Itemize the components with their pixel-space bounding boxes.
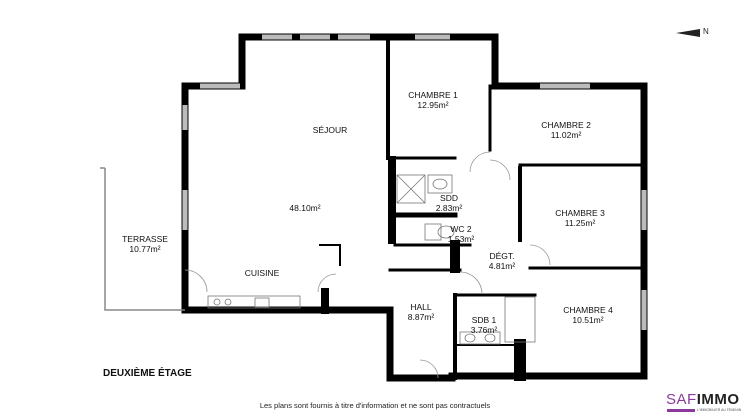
room-area-sdd: 2.83m² <box>435 203 463 213</box>
fixtures <box>207 174 536 345</box>
room-area-hall: 8.87m² <box>407 312 435 322</box>
logo-bar <box>667 409 695 412</box>
room-area-degt: 4.81m² <box>488 261 516 271</box>
logo-part1: SAF <box>666 391 697 408</box>
room-area-sejour: 48.10m² <box>289 203 321 213</box>
room-name-degt: DÉGT. <box>489 251 515 261</box>
room-name-sejour: SÉJOUR <box>312 125 348 135</box>
floor-label: DEUXIÈME ÉTAGE <box>103 368 192 379</box>
disclaimer: Les plans sont fournis à titre d'informa… <box>259 401 491 410</box>
room-name-chambre3: CHAMBRE 3 <box>555 208 605 218</box>
room-area-chambre1: 12.95m² <box>417 100 449 110</box>
logo-tagline: L'IMMOBILIER AU FEMININ <box>697 408 742 412</box>
room-name-sdb1: SDB 1 <box>471 315 497 325</box>
room-area-sdb1: 3.76m² <box>470 325 498 335</box>
terrace <box>100 167 185 311</box>
north-label: N <box>703 27 709 36</box>
room-area-terrasse: 10.77m² <box>129 244 161 254</box>
room-name-wc2: WC 2 <box>450 224 472 234</box>
logo-part2: IMMO <box>696 391 740 408</box>
room-area-chambre3: 11.25m² <box>564 218 596 228</box>
logo: SAFIMMO <box>666 391 740 408</box>
room-area-wc2: 1.53m² <box>447 234 475 244</box>
room-name-chambre2: CHAMBRE 2 <box>541 120 591 130</box>
north-arrow-icon <box>676 29 700 37</box>
room-name-cuisine: CUISINE <box>244 268 280 278</box>
room-name-chambre1: CHAMBRE 1 <box>408 90 458 100</box>
room-area-chambre2: 11.02m² <box>550 130 582 140</box>
room-name-chambre4: CHAMBRE 4 <box>563 305 613 315</box>
room-name-terrasse: TERRASSE <box>122 234 168 244</box>
room-area-chambre4: 10.51m² <box>572 315 604 325</box>
room-name-hall: HALL <box>410 302 432 312</box>
room-name-sdd: SDD <box>440 193 458 203</box>
doors <box>184 151 551 379</box>
windows <box>182 34 647 330</box>
